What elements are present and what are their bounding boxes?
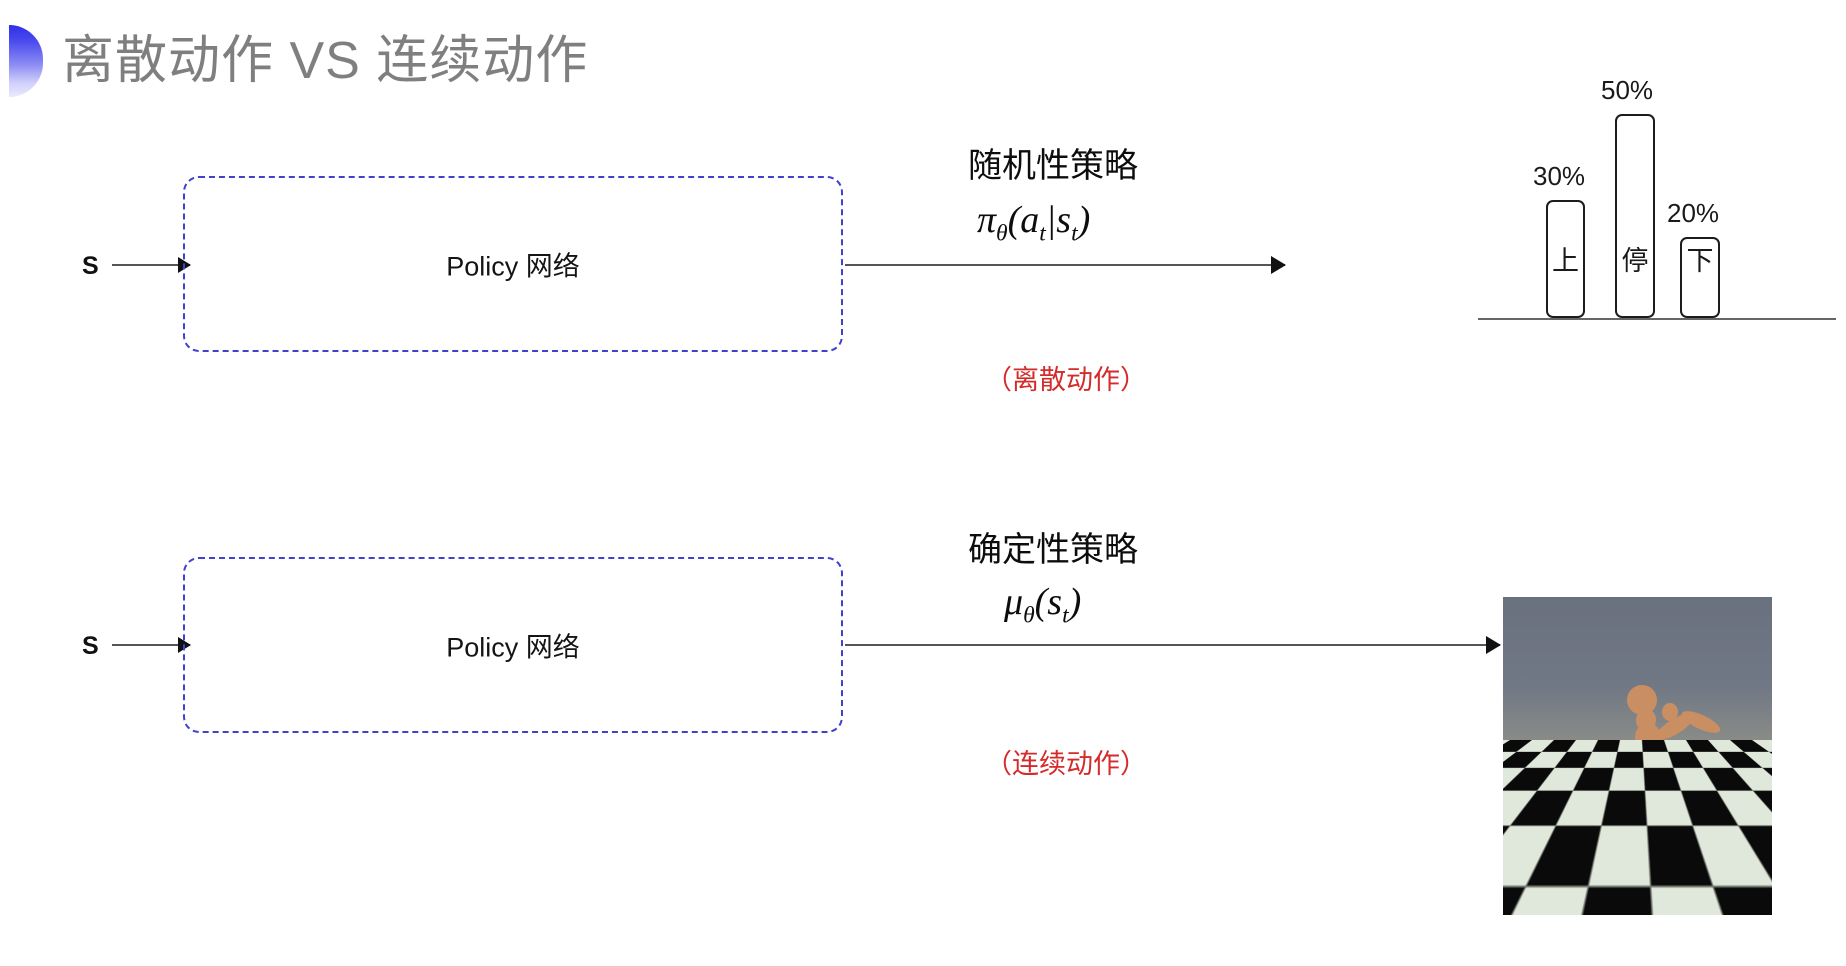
policy-network-box-bottom[interactable]: Policy 网络 <box>183 557 843 733</box>
checkerboard-floor <box>1503 740 1772 915</box>
discrete-action-note: （离散动作） <box>985 365 1147 395</box>
chart-baseline <box>1478 318 1836 320</box>
stochastic-policy-formula: πθ(at|st) <box>977 198 1090 248</box>
bar-category-2: 下 <box>1686 246 1714 276</box>
formula-mid: |s <box>1045 199 1072 241</box>
formula-sub-t1: t <box>1039 220 1046 247</box>
bar-category-0: 上 <box>1552 246 1579 276</box>
state-input-label-bottom: S <box>82 632 99 660</box>
formula-open-s: (s <box>1034 581 1063 623</box>
title-decoration-shape <box>9 25 43 97</box>
deterministic-policy-label: 确定性策略 <box>968 531 1138 569</box>
formula-close-2: ) <box>1068 581 1082 623</box>
bar-value-0: 30% <box>1533 161 1586 191</box>
humanoid-abdomen <box>1638 745 1663 771</box>
bar-value-1: 50% <box>1601 75 1654 105</box>
humanoid-figure <box>1503 597 1772 915</box>
output-arrow-bottom <box>845 644 1500 646</box>
formula-open-a: (a <box>1007 199 1040 241</box>
page-title: 离散动作 VS 连续动作 <box>62 32 589 90</box>
formula-mu: μ <box>1004 581 1024 623</box>
formula-sub-t2: t <box>1071 220 1078 247</box>
stochastic-policy-label: 随机性策略 <box>968 147 1138 185</box>
policy-network-label-bottom: Policy 网络 <box>446 632 580 663</box>
continuous-action-note: （连续动作） <box>985 749 1147 779</box>
formula-theta: θ <box>996 220 1008 247</box>
humanoid-hand <box>1662 703 1678 721</box>
output-arrow-top <box>845 264 1285 266</box>
bar-rect-1[interactable] <box>1615 114 1655 318</box>
discrete-action-bar-chart: 30% 上 50% 停 20% 下 <box>1470 75 1846 415</box>
formula-theta-2: θ <box>1023 602 1035 629</box>
policy-network-box-top[interactable]: Policy 网络 <box>183 176 843 352</box>
input-arrow-bottom <box>112 644 190 646</box>
formula-close: ) <box>1077 199 1091 241</box>
policy-network-label-top: Policy 网络 <box>446 251 580 282</box>
input-arrow-top <box>112 264 190 266</box>
bar-rect-0[interactable] <box>1546 200 1585 318</box>
humanoid-foot <box>1601 835 1627 857</box>
state-input-label-top: S <box>82 252 99 280</box>
formula-pi: π <box>977 199 997 241</box>
formula-sub-t3: t <box>1062 602 1069 629</box>
deterministic-policy-formula: μθ(st) <box>1004 580 1081 630</box>
humanoid-simulation-image <box>1503 597 1772 915</box>
bar-category-1: 停 <box>1621 246 1649 276</box>
bar-rect-2[interactable] <box>1680 237 1720 318</box>
bar-value-2: 20% <box>1667 198 1720 228</box>
